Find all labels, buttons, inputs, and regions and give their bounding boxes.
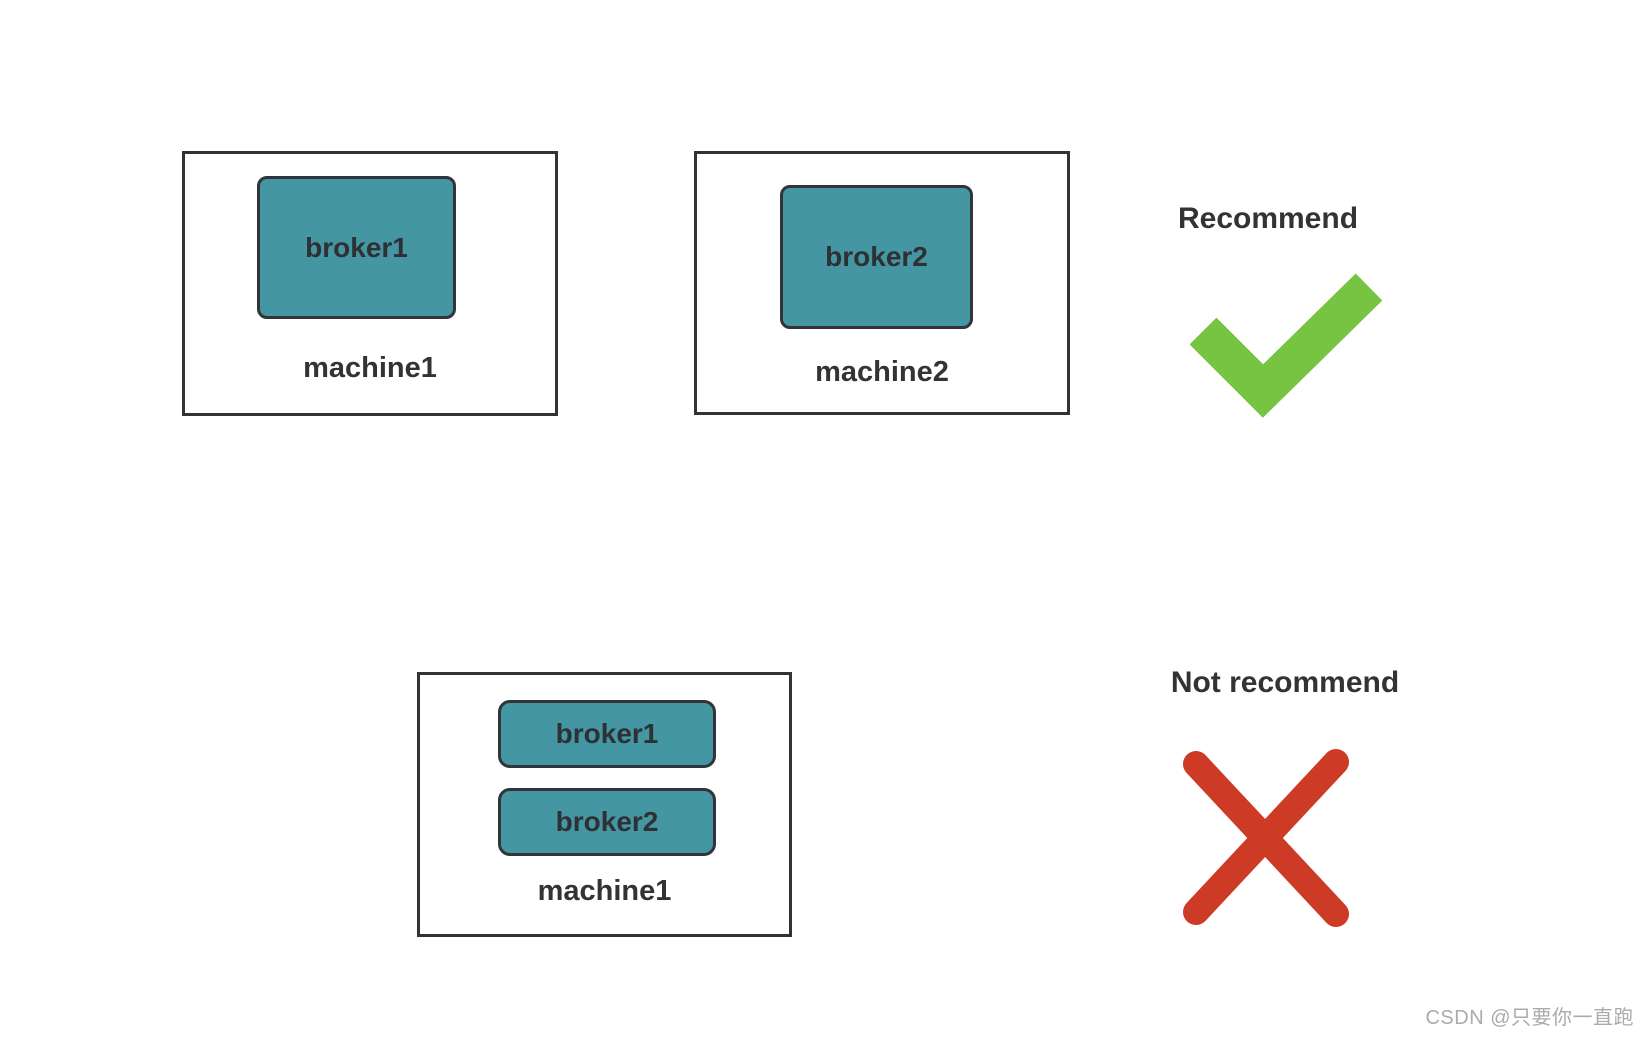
not-recommend-label: Not recommend (1170, 666, 1400, 699)
check-icon (1190, 273, 1383, 418)
broker-node: broker2 (498, 788, 716, 856)
broker-node: broker1 (498, 700, 716, 768)
recommend-label: Recommend (1177, 202, 1359, 235)
check-stroke (1190, 273, 1383, 418)
cross-icon (1183, 749, 1349, 927)
machine-label: machine1 (303, 352, 437, 384)
broker-label: broker1 (555, 718, 659, 749)
broker-label: broker2 (555, 806, 659, 837)
broker-label: broker1 (305, 231, 408, 263)
machine-box-recommended-2: broker2 machine2 (694, 151, 1070, 415)
broker-node: broker2 (780, 185, 973, 329)
machine-box-recommended-1: broker1 machine1 (182, 151, 558, 416)
watermark: CSDN @只要你一直跑 (1425, 1007, 1634, 1029)
broker-label: broker2 (825, 241, 928, 272)
machine-label: machine1 (537, 875, 672, 907)
machine-label: machine2 (815, 356, 949, 388)
machine-box-not-recommended: broker1 broker2 machine1 (417, 672, 792, 937)
cross-stroke (1183, 749, 1349, 925)
broker-node: broker1 (257, 176, 456, 319)
